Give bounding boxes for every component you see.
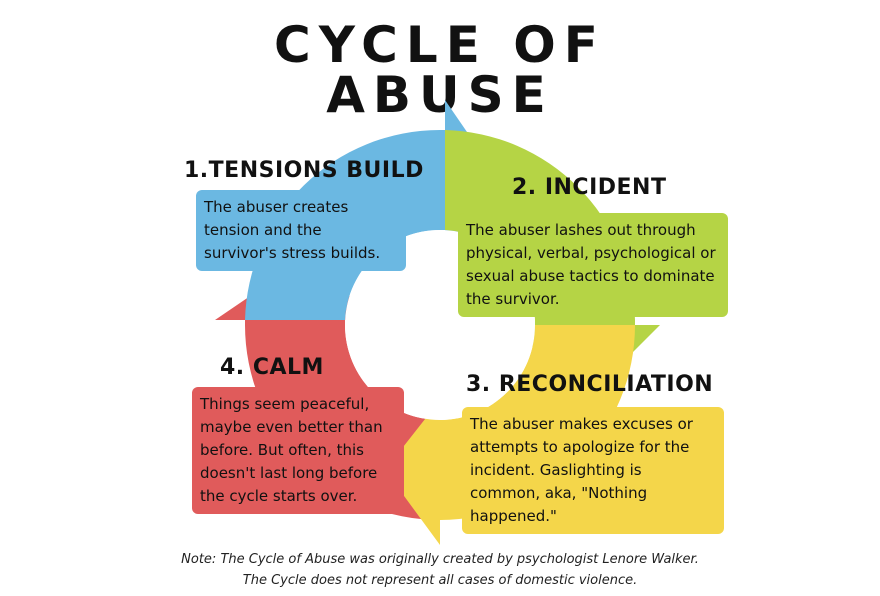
stage-4-text: Things seem peaceful, maybe even better … bbox=[192, 387, 404, 514]
stage-4-heading: 4. CALM bbox=[220, 355, 324, 380]
note-line-1: Note: The Cycle of Abuse was originally … bbox=[181, 552, 699, 567]
stage-2-text: The abuser lashes out through physical, … bbox=[458, 213, 728, 317]
stage-3-text: The abuser makes excuses or attempts to … bbox=[462, 407, 724, 534]
stage-2-heading: 2. INCIDENT bbox=[512, 175, 667, 200]
title-line-1: CYCLE OF bbox=[274, 16, 606, 74]
stage-1-text: The abuser creates tension and the survi… bbox=[196, 190, 406, 271]
stage-3-heading: 3. RECONCILIATION bbox=[466, 372, 714, 397]
title-line-2: ABUSE bbox=[326, 66, 554, 124]
stage-1-heading: 1.TENSIONS BUILD bbox=[184, 158, 424, 183]
note-line-2: The Cycle does not represent all cases o… bbox=[242, 573, 638, 588]
